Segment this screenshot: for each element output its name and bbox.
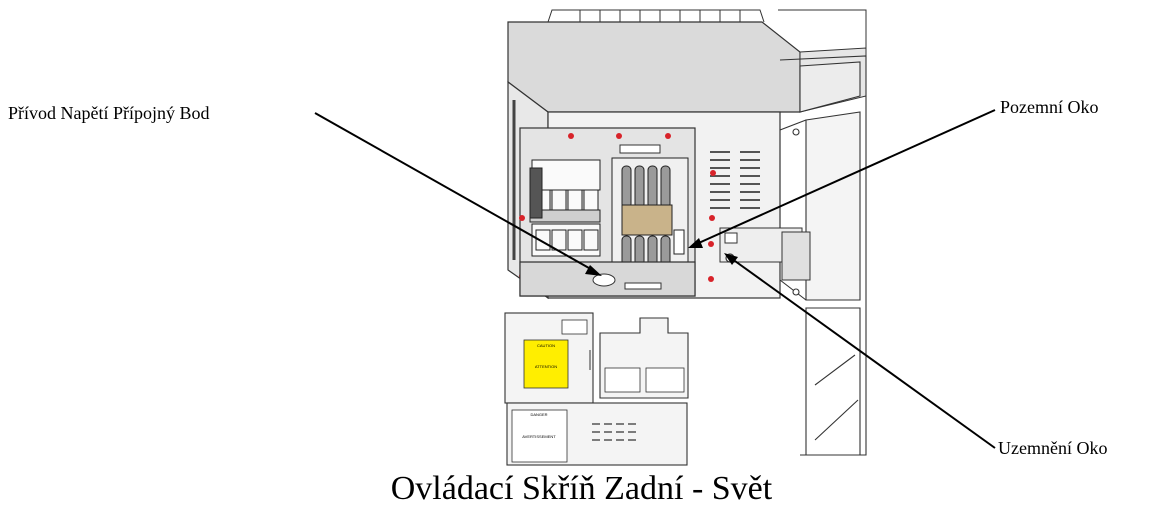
earth-lug-label: Uzemnění Oko	[998, 438, 1108, 458]
right-frame	[779, 55, 867, 456]
supply-point-label: Přívod Napětí Přípojný Bod	[8, 103, 210, 123]
cover-panel-bottom: DANGER AVERTISSEMENT	[506, 402, 688, 466]
top-grille	[547, 9, 867, 48]
supply-point-leader	[314, 112, 597, 273]
ground-lug-bracket	[719, 227, 811, 281]
ground-lug-label: Pozemní Oko	[1000, 97, 1099, 117]
figure-caption: Ovládací Skříň Zadní - Svět	[390, 470, 773, 507]
supply-entry-tray	[519, 261, 696, 297]
danger-sticker-title: DANGER	[530, 412, 547, 417]
avertissement-sticker-title: AVERTISSEMENT	[522, 434, 556, 439]
cover-panel-left: CAUTION ATTENTION	[504, 312, 594, 404]
earth-lug-leader	[727, 255, 996, 449]
attention-sticker-title: ATTENTION	[535, 364, 557, 369]
circuit-breakers	[529, 159, 601, 257]
cover-panel-middle	[599, 317, 689, 399]
ground-lug-leader	[691, 109, 996, 247]
caution-sticker-title: CAUTION	[537, 343, 555, 348]
callout-arrowheads	[585, 238, 738, 276]
callout-lines	[314, 109, 996, 449]
